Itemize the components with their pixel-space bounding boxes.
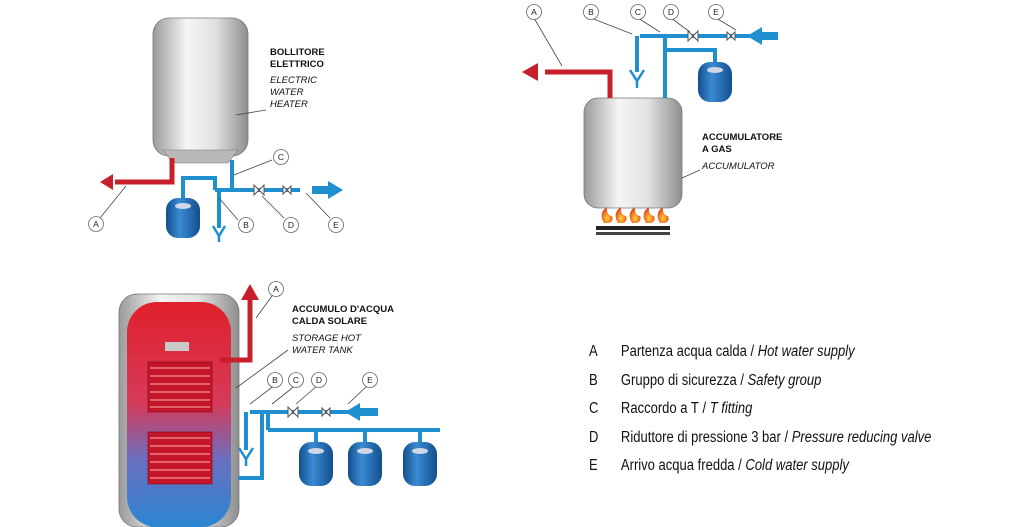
legend-en: Hot water supply [757, 343, 855, 360]
hot-arrow-icon [241, 284, 259, 300]
svg-text:A: A [273, 284, 279, 294]
svg-text:E: E [367, 375, 373, 385]
reducing-valve-icon [253, 183, 265, 197]
gas-accumulator-diagram: A B C D E ACCUMULATORE A GAS ACCUMULATOR [522, 4, 782, 235]
callout-lines [533, 17, 737, 179]
svg-text:WATER: WATER [270, 87, 304, 98]
electric-heater-diagram: A B C D E BOLLITORE ELETTRICO ELECTRIC W… [88, 17, 344, 242]
cold-pipe [238, 410, 440, 480]
valve-icon [321, 406, 331, 418]
drain-funnel-icon [211, 225, 227, 242]
legend-en: Cold water supply [745, 457, 849, 474]
hot-arrow-icon [522, 63, 538, 81]
legend-it: Riduttore di pressione 3 bar [620, 428, 781, 446]
electric-callouts: A B C D E [88, 149, 344, 233]
solar-callouts: A B C D E [267, 281, 378, 388]
svg-text:C: C [278, 152, 284, 162]
vessel-label [175, 203, 191, 209]
gas-tank [583, 97, 683, 209]
cold-arrow-icon [312, 181, 343, 199]
legend-it: Arrivo acqua fredda [620, 457, 735, 474]
legend-en: T fitting [709, 400, 753, 417]
svg-text:HEATER: HEATER [270, 99, 308, 110]
expansion-vessel [698, 62, 732, 102]
svg-text:CALDA SOLARE: CALDA SOLARE [292, 316, 367, 327]
legend-it: Raccordo a T [620, 400, 699, 417]
legend-it: Gruppo di sicurezza [620, 371, 737, 389]
legend: A Partenza acqua calda / Hot water suppl… [589, 338, 931, 481]
legend-row: D Riduttore di pressione 3 bar / Pressur… [589, 424, 931, 453]
reducing-valve-icon [287, 405, 299, 419]
legend-key: B [589, 371, 598, 389]
svg-text:D: D [288, 220, 294, 230]
svg-text:C: C [635, 7, 641, 17]
gas-title: ACCUMULATORE A GAS ACCUMULATOR [701, 132, 782, 172]
svg-text:WATER TANK: WATER TANK [292, 345, 353, 356]
legend-row: B Gruppo di sicurezza / Safety group [589, 367, 931, 396]
hot-arrow-icon [100, 174, 113, 190]
legend-row: A Partenza acqua calda / Hot water suppl… [589, 338, 931, 367]
legend-key: D [589, 428, 599, 446]
cold-arrow-icon [747, 27, 778, 45]
gas-callouts: A B C D E [526, 4, 724, 20]
hot-pipe [545, 69, 613, 98]
svg-text:B: B [272, 375, 278, 385]
lower-coil [147, 431, 213, 485]
vessel-label [707, 67, 723, 73]
svg-text:E: E [713, 7, 719, 17]
solar-tank-inner [127, 302, 231, 527]
svg-text:A: A [93, 219, 99, 229]
svg-text:A: A [531, 7, 537, 17]
callout-lines [235, 295, 369, 405]
legend-key: C [589, 400, 599, 417]
valve-icon [282, 184, 292, 196]
legend-row: E Arrivo acqua fredda / Cold water suppl… [589, 452, 931, 481]
svg-text:D: D [668, 7, 674, 17]
legend-en: Safety group [747, 371, 822, 389]
expansion-vessel [166, 198, 200, 238]
svg-text:D: D [316, 375, 322, 385]
svg-text:BOLLITORE: BOLLITORE [270, 47, 325, 58]
legend-key: E [589, 457, 598, 474]
svg-text:B: B [588, 7, 594, 17]
svg-text:A GAS: A GAS [702, 144, 732, 155]
svg-text:ACCUMULATORE: ACCUMULATORE [702, 132, 782, 143]
legend-it: Partenza acqua calda [620, 343, 747, 360]
svg-text:STORAGE HOT: STORAGE HOT [292, 333, 362, 344]
callout-lines [99, 109, 331, 221]
cold-arrow-icon [345, 403, 378, 421]
svg-text:ACCUMULATOR: ACCUMULATOR [701, 161, 775, 172]
electric-title: BOLLITORE ELETTRICO ELECTRIC WATER HEATE… [270, 47, 325, 110]
svg-text:C: C [293, 375, 299, 385]
svg-text:E: E [333, 220, 339, 230]
electric-tank [152, 17, 249, 157]
hot-pipe [115, 158, 175, 185]
drain-funnel-icon [628, 69, 646, 88]
gas-burner [596, 207, 670, 235]
tank-badge [165, 342, 189, 351]
svg-text:B: B [243, 220, 249, 230]
svg-text:ACCUMULO D'ACQUA: ACCUMULO D'ACQUA [292, 304, 394, 315]
valve-icon [726, 30, 736, 42]
legend-en: Pressure reducing valve [791, 428, 932, 446]
legend-row: C Raccordo a T / T fitting [589, 395, 931, 424]
expansion-vessels [299, 442, 437, 486]
solar-title: ACCUMULO D'ACQUA CALDA SOLARE STORAGE HO… [292, 304, 394, 356]
upper-coil [147, 361, 213, 413]
cold-pipe [181, 160, 300, 200]
hot-pipe [220, 300, 253, 363]
reducing-valve-icon [687, 29, 699, 43]
legend-key: A [589, 343, 598, 360]
drain-funnel-icon [237, 447, 255, 466]
solar-tank-diagram: A B C D E ACCUMULO D'ACQUA CALDA SOLARE … [118, 281, 440, 527]
svg-text:ELECTRIC: ELECTRIC [270, 75, 317, 86]
svg-text:ELETTRICO: ELETTRICO [270, 59, 324, 70]
